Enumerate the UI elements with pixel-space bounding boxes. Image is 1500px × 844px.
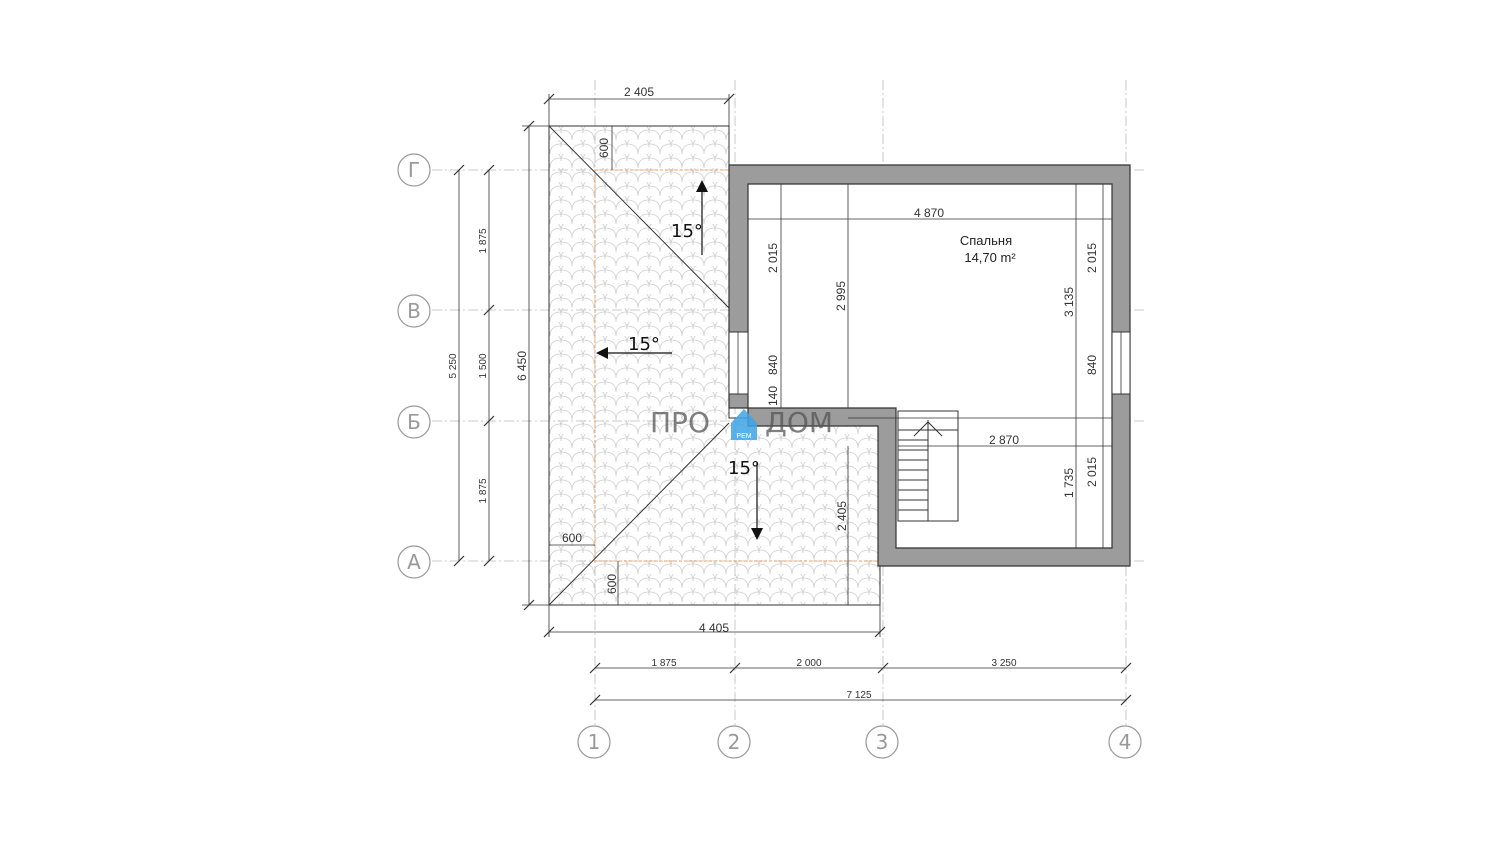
dim-bottom-7125: 7 125 [846,690,871,701]
room-area: 14,70 m² [964,250,1016,265]
interior-dim-lines [748,184,1112,605]
axis-labels: 1 2 3 4 Г В Б А [407,158,1131,754]
dim-room-140: 140 [766,386,780,406]
dimension-texts: 2 405 600 600 600 4 405 1 875 1 500 1 87… [448,85,1099,701]
slope-label-top: 15° [671,221,703,242]
dim-room-840-right: 840 [1085,355,1099,375]
dim-left-5250: 5 250 [448,353,459,378]
logo-watermark: ПРО РЕМ ДОМ [650,406,833,440]
logo-sub-text: РЕМ [736,433,751,440]
dim-roof-bottom-width: 4 405 [699,621,729,635]
house-icon [731,409,757,440]
axis-label-1: 1 [588,730,601,754]
dim-top-width: 2 405 [624,85,654,99]
axis-label-2: 2 [728,730,741,754]
dim-left-1500: 1 500 [478,353,489,378]
dim-bottom-3250: 3 250 [991,658,1016,669]
dim-room-width: 4 870 [914,206,944,220]
slope-arrows [596,180,763,540]
dim-room-1735: 1 735 [1062,468,1076,498]
dim-room-2015-right-top: 2 015 [1085,243,1099,273]
axis-label-a: А [407,550,421,574]
dim-room-2015-right-bottom: 2 015 [1085,457,1099,487]
dim-bottom-1875: 1 875 [651,658,676,669]
dim-roof-2405-vertical: 2 405 [835,501,849,531]
room-name: Спальня [960,233,1012,248]
dim-left-1875-top: 1 875 [478,228,489,253]
dim-left-6450: 6 450 [515,351,529,381]
building-walls [728,164,1131,567]
stairs [897,410,959,522]
dim-overhang-top: 600 [597,138,611,158]
axis-label-v: В [407,299,421,323]
axis-label-4: 4 [1119,730,1132,754]
axis-label-b: Б [407,410,421,434]
dim-room-3135: 3 135 [1062,287,1076,317]
dim-left-1875-bottom: 1 875 [478,478,489,503]
exterior-dim-lines [458,94,1126,701]
axis-bubbles [397,153,1142,759]
dim-room-2870: 2 870 [989,433,1019,447]
axis-label-g: Г [408,158,420,182]
dim-overhang-bottom: 600 [605,574,619,594]
dim-room-840-left: 840 [766,355,780,375]
dim-room-2995: 2 995 [834,281,848,311]
logo-left-text: ПРО [650,406,710,439]
dim-overhang-left: 600 [562,531,582,545]
dim-room-2015-left: 2 015 [766,243,780,273]
dim-bottom-2000: 2 000 [796,658,821,669]
slope-label-bottom: 15° [728,458,760,479]
slope-label-left: 15° [628,334,660,355]
tick-marks [453,93,1132,706]
logo-right-text: ДОМ [765,406,833,439]
axis-label-3: 3 [876,730,889,754]
